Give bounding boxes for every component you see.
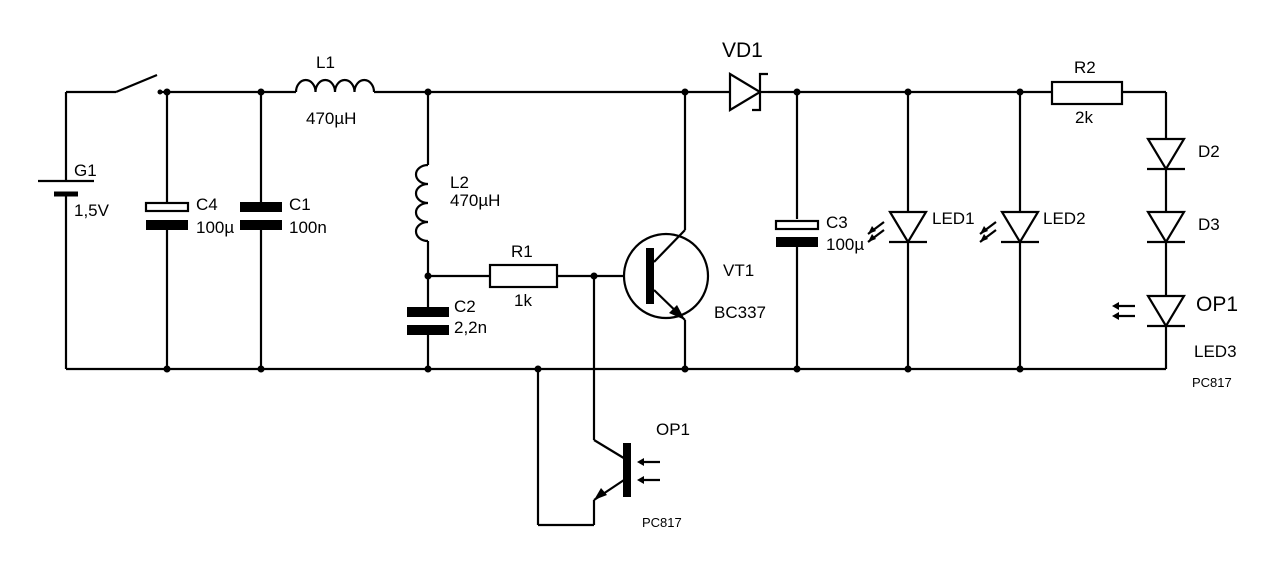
resistor-r1: R1 1k xyxy=(488,242,559,310)
c4-value: 100µ xyxy=(196,218,234,237)
led2-ref: LED2 xyxy=(1043,209,1086,228)
op1-led-line2: PC817 xyxy=(1192,375,1232,390)
c2-ref: C2 xyxy=(454,297,476,316)
c1-value: 100n xyxy=(289,218,327,237)
capacitor-c1: C1 100n xyxy=(240,195,327,237)
d3-ref: D3 xyxy=(1198,215,1220,234)
c2-value: 2,2n xyxy=(454,318,487,337)
op1-led-ref: OP1 xyxy=(1196,293,1238,316)
vt1-value: BC337 xyxy=(714,303,766,322)
c3-ref: C3 xyxy=(826,213,848,232)
capacitor-c2: C2 2,2n xyxy=(407,297,487,337)
vt1-ref: VT1 xyxy=(723,261,754,280)
r1-ref: R1 xyxy=(511,242,533,261)
led-led1: LED1 xyxy=(867,209,975,245)
r1-value: 1k xyxy=(514,291,532,310)
r2-ref: R2 xyxy=(1074,58,1096,77)
battery-g1: G1 1,5V xyxy=(38,161,110,220)
resistor-r2: R2 2k xyxy=(1050,58,1124,127)
r2-value: 2k xyxy=(1075,108,1093,127)
op1-transistor-value: PC817 xyxy=(642,515,682,530)
led-led2: LED2 xyxy=(979,209,1086,245)
c1-ref: C1 xyxy=(289,195,311,214)
d2-ref: D2 xyxy=(1198,142,1220,161)
c4-ref: C4 xyxy=(196,195,218,214)
l1-ref: L1 xyxy=(316,53,335,72)
optocoupler-led-op1: OP1 LED3 PC817 xyxy=(1112,293,1238,390)
op1-transistor-ref: OP1 xyxy=(656,420,690,439)
transistor-vt1: VT1 BC337 xyxy=(622,229,766,322)
capacitor-c4: C4 100µ xyxy=(144,195,234,237)
vd1-ref: VD1 xyxy=(722,39,763,62)
g1-ref: G1 xyxy=(74,161,97,180)
optocoupler-transistor-op1: OP1 PC817 xyxy=(594,420,690,530)
inductor-l2: L2 470µH xyxy=(414,163,500,243)
l2-value: 470µH xyxy=(450,191,500,210)
wires xyxy=(64,73,1168,527)
junction-dots xyxy=(163,88,1024,373)
led1-ref: LED1 xyxy=(932,209,975,228)
diode-d3: D3 xyxy=(1146,210,1220,245)
l1-value: 470µH xyxy=(306,109,356,128)
op1-led-line1: LED3 xyxy=(1194,342,1237,361)
power-switch xyxy=(157,89,163,95)
diode-vd1: VD1 xyxy=(722,39,768,112)
l2-ref: L2 xyxy=(450,173,469,192)
inductor-l1: L1 470µH xyxy=(294,53,376,128)
capacitor-c3: C3 100µ xyxy=(774,213,864,254)
diode-d2: D2 xyxy=(1146,137,1220,172)
g1-value: 1,5V xyxy=(74,201,110,220)
c3-value: 100µ xyxy=(826,235,864,254)
